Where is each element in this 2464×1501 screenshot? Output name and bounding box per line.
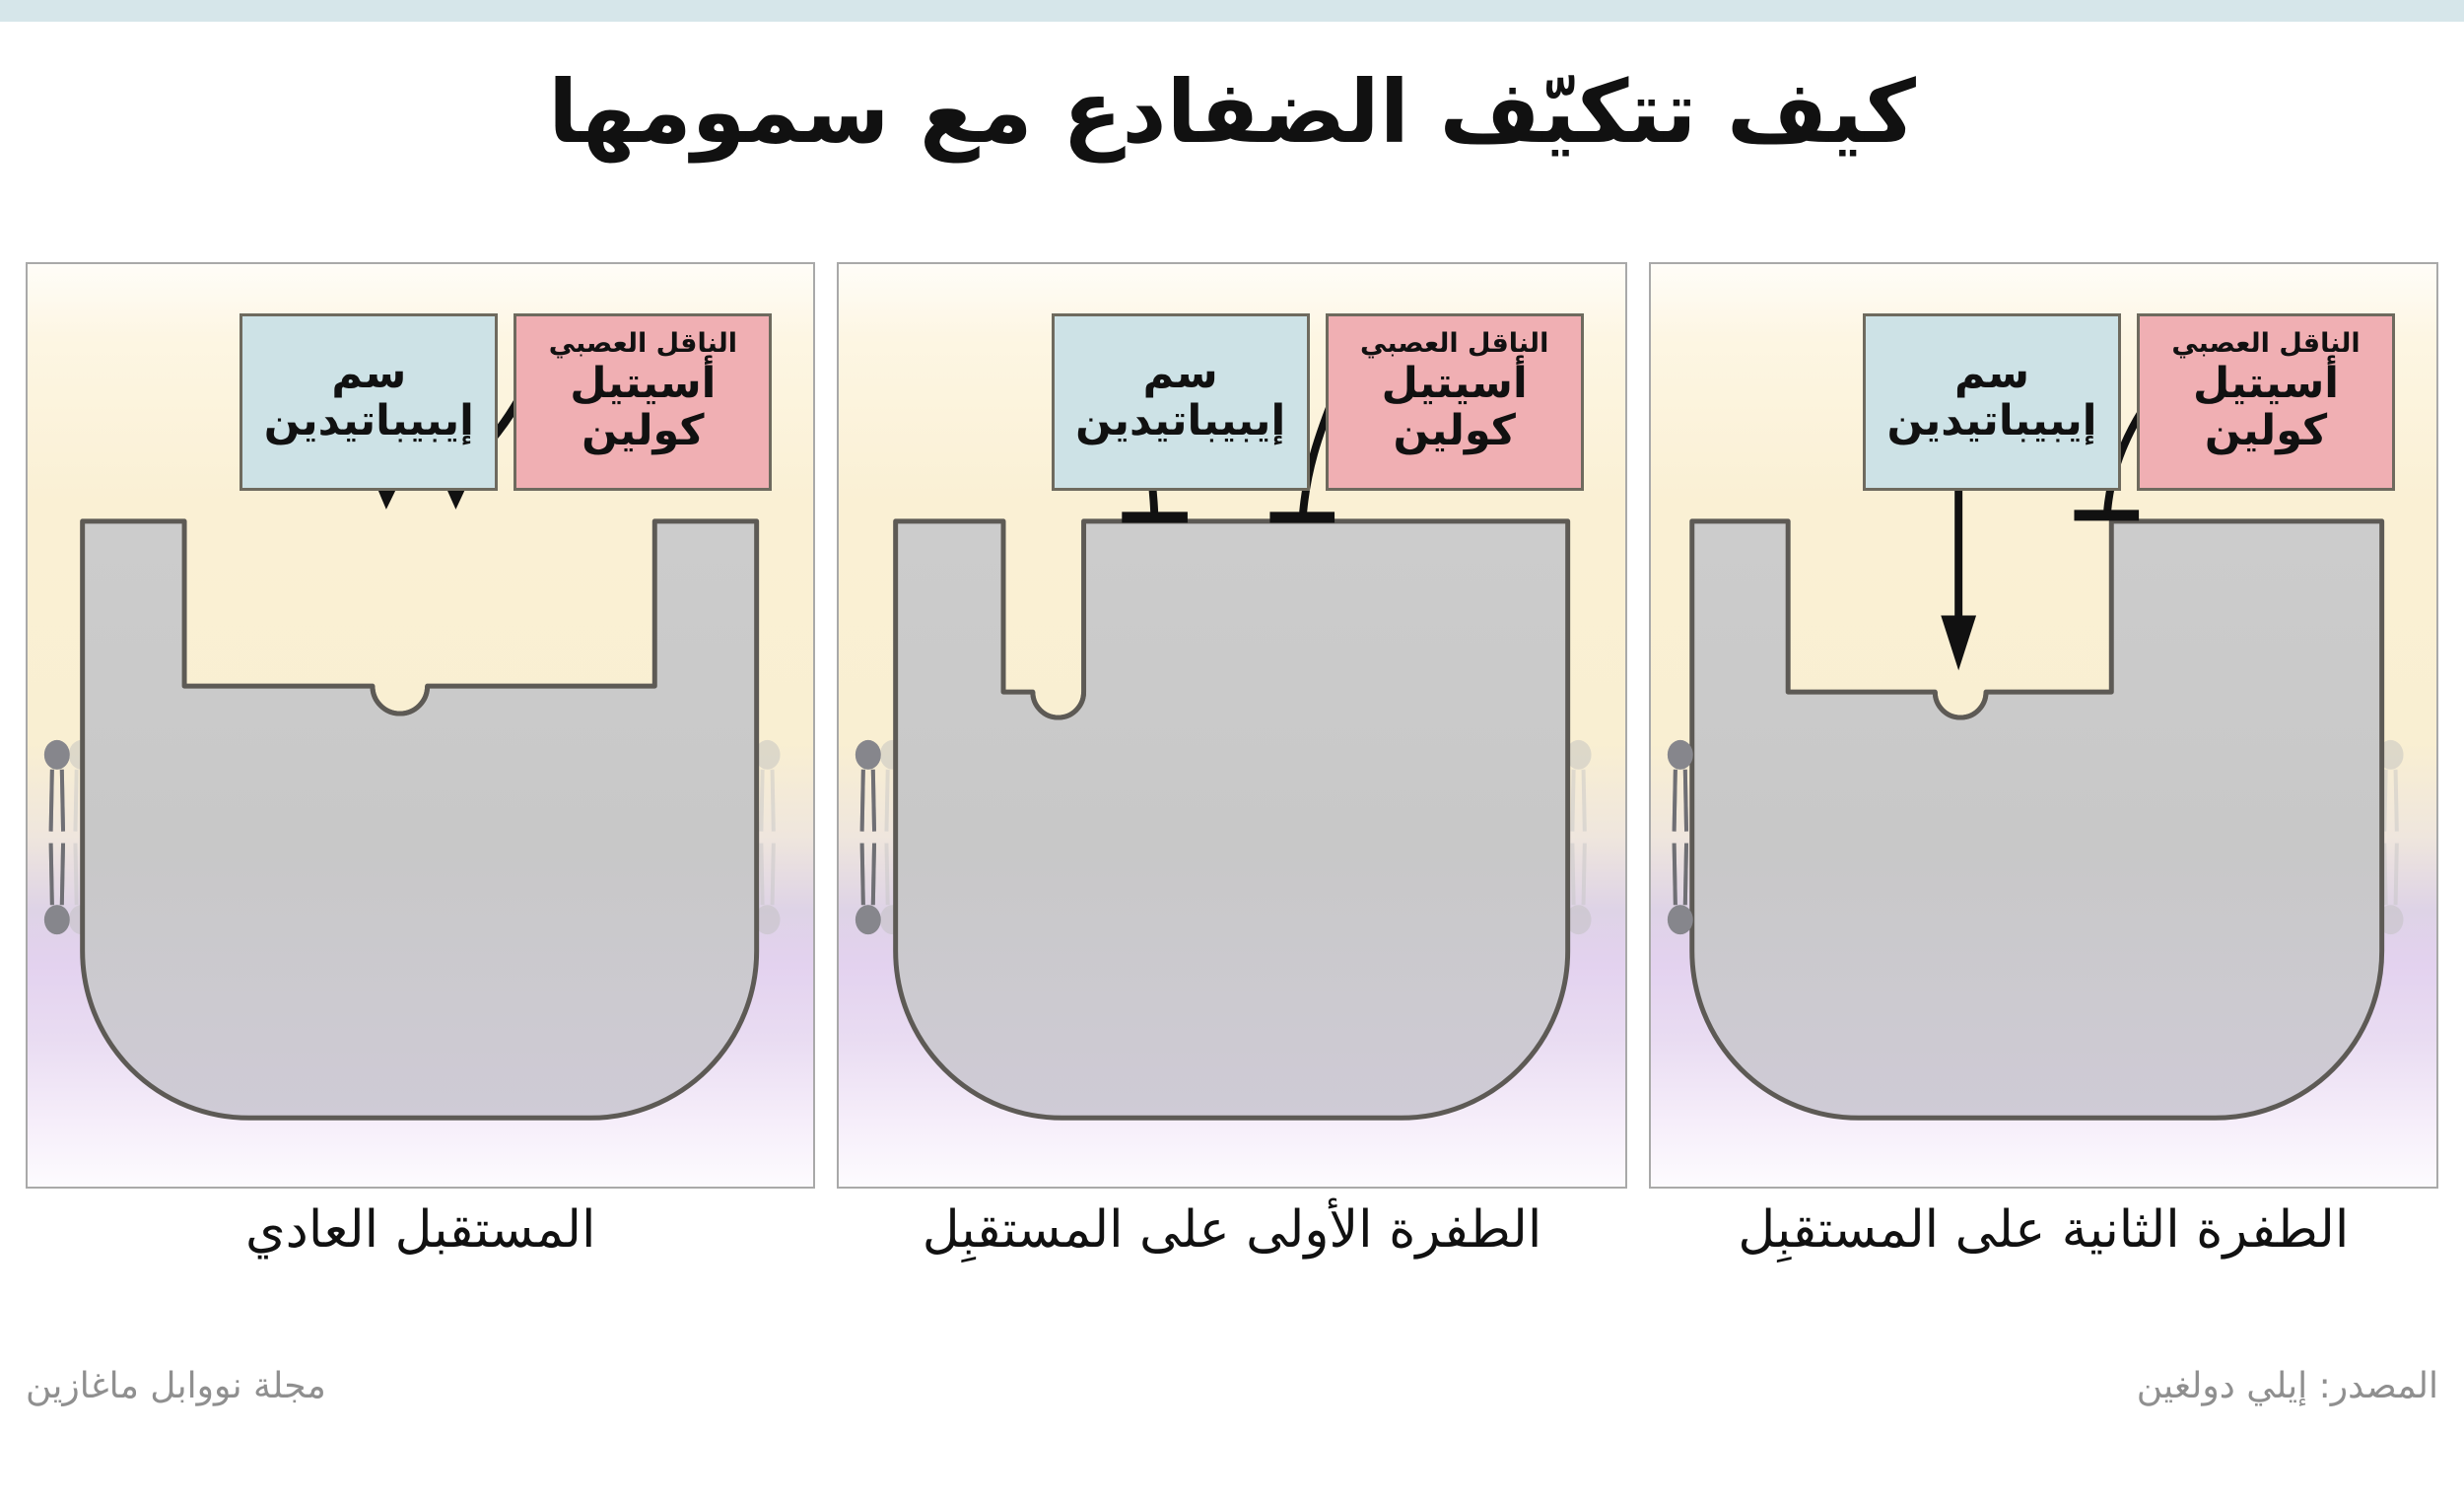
lipid-tail (1570, 843, 1576, 906)
lipid-head (43, 905, 70, 935)
lipid-head (2377, 739, 2404, 770)
callout-line1: أسيتيل (2192, 359, 2340, 408)
caption-normal-receptor: المستقبل العادي (244, 1200, 596, 1260)
panel-normal-receptor: الناقل العصبي أسيتيل كولين سم إيبيباتيدي… (26, 262, 816, 1189)
diagram-first-mutation (839, 264, 1624, 1187)
lipid-tail (1570, 769, 1576, 832)
lipid-bilayer-foreground (1667, 739, 1693, 935)
caption-first-mutation: الطفرة الأولى على المستقبِل (922, 1200, 1542, 1260)
lipid-tail (1682, 769, 1688, 832)
callout-epibatidine-normal: سم إيبيباتيدين (240, 313, 499, 491)
lipid-tail (770, 843, 776, 906)
lipid-bilayer-foreground (856, 739, 882, 935)
lipid-head (856, 905, 882, 935)
lipid-tail (770, 769, 776, 832)
lipid-tail (59, 843, 66, 906)
callout-line2: إيبيباتيدين (1075, 396, 1286, 446)
lipid-tail (2393, 843, 2399, 906)
callout-line1: أسيتيل (570, 359, 717, 408)
lipid-tail (759, 843, 765, 906)
source-credit: المصدر: إيلي دولغين (2136, 1366, 2438, 1406)
receptor-shape (893, 518, 1571, 1121)
lipid-head (2377, 905, 2404, 935)
callout-subtitle: الناقل العصبي (548, 328, 737, 359)
lipid-tail (73, 769, 79, 832)
caption-second-mutation: الطفرة الثانية على المستقبِل (1738, 1200, 2350, 1260)
receptor-shape (1688, 518, 2384, 1121)
lipid-tail (859, 843, 866, 906)
lipid-tail (73, 843, 79, 906)
lipid-tail (1581, 843, 1588, 906)
callout-line1: سم (1142, 349, 1218, 398)
callout-line2: كولين (2204, 406, 2328, 456)
page-title: كيف تتكيّف الضفادع مع سمومها (548, 61, 1916, 163)
lipid-tail (48, 843, 54, 906)
diagram-second-mutation (1651, 264, 2436, 1187)
lipid-bilayer-foreground (43, 739, 70, 935)
lipid-tail (871, 843, 877, 906)
callout-acetylcholine-normal: الناقل العصبي أسيتيل كولين (513, 313, 773, 491)
callout-line2: إيبيباتيدين (1886, 396, 2097, 446)
callout-acetylcholine-first-mutation: الناقل العصبي أسيتيل كولين (1325, 313, 1584, 491)
receptor-shape (80, 518, 760, 1121)
lipid-tail (48, 769, 54, 832)
lipid-tail (859, 769, 866, 832)
lipid-tail (871, 769, 877, 832)
lipid-tail (2382, 769, 2388, 832)
lipid-head (1566, 905, 1592, 935)
magazine-credit: مجلة نووابل ماغازين (26, 1366, 326, 1406)
panel-first-mutation: الناقل العصبي أسيتيل كولين سم إيبيباتيدي… (837, 262, 1627, 1189)
lipid-tail (1672, 843, 1677, 906)
lipid-tail (1581, 769, 1588, 832)
callout-line1: سم (331, 349, 407, 398)
lipid-tail (884, 769, 891, 832)
binding-pocket (1932, 692, 1989, 720)
lipid-head (754, 739, 781, 770)
panel-row: الناقل العصبي أسيتيل كولين سم إيبيباتيدي… (26, 262, 2438, 1189)
footer: المصدر: إيلي دولغين مجلة نووابل ماغازين (26, 1366, 2438, 1406)
lipid-head (1667, 739, 1693, 770)
lipid-tail (2393, 769, 2399, 832)
callout-line1: سم (1953, 349, 2029, 398)
callout-acetylcholine-second-mutation: الناقل العصبي أسيتيل كولين (2137, 313, 2395, 491)
lipid-tail (2382, 843, 2388, 906)
lipid-head (856, 739, 882, 770)
lipid-head (1566, 739, 1592, 770)
lipid-tail (59, 769, 66, 832)
caption-row: المستقبل العادي الطفرة الأولى على المستق… (26, 1200, 2438, 1271)
lipid-head (1667, 905, 1693, 935)
callout-line1: أسيتيل (1381, 359, 1528, 408)
lipid-tail (884, 843, 891, 906)
callout-line2: كولين (1393, 406, 1516, 456)
lipid-tail (1672, 769, 1677, 832)
lipid-tail (1682, 843, 1688, 906)
lipid-head (43, 739, 70, 770)
binding-pocket (1030, 692, 1087, 720)
callout-subtitle: الناقل العصبي (2171, 328, 2361, 359)
callout-epibatidine-first-mutation: سم إيبيباتيدين (1051, 313, 1310, 491)
lipid-head (754, 905, 781, 935)
callout-line2: كولين (582, 406, 705, 456)
top-accent-strip (0, 0, 2464, 22)
callout-subtitle: الناقل العصبي (1360, 328, 1549, 359)
binding-pocket (370, 686, 431, 716)
callout-line2: إيبيباتيدين (263, 396, 474, 446)
lipid-tail (759, 769, 765, 832)
panel-second-mutation: الناقل العصبي أسيتيل كولين سم إيبيباتيدي… (1648, 262, 2438, 1189)
callout-epibatidine-second-mutation: سم إيبيباتيدين (1863, 313, 2121, 491)
